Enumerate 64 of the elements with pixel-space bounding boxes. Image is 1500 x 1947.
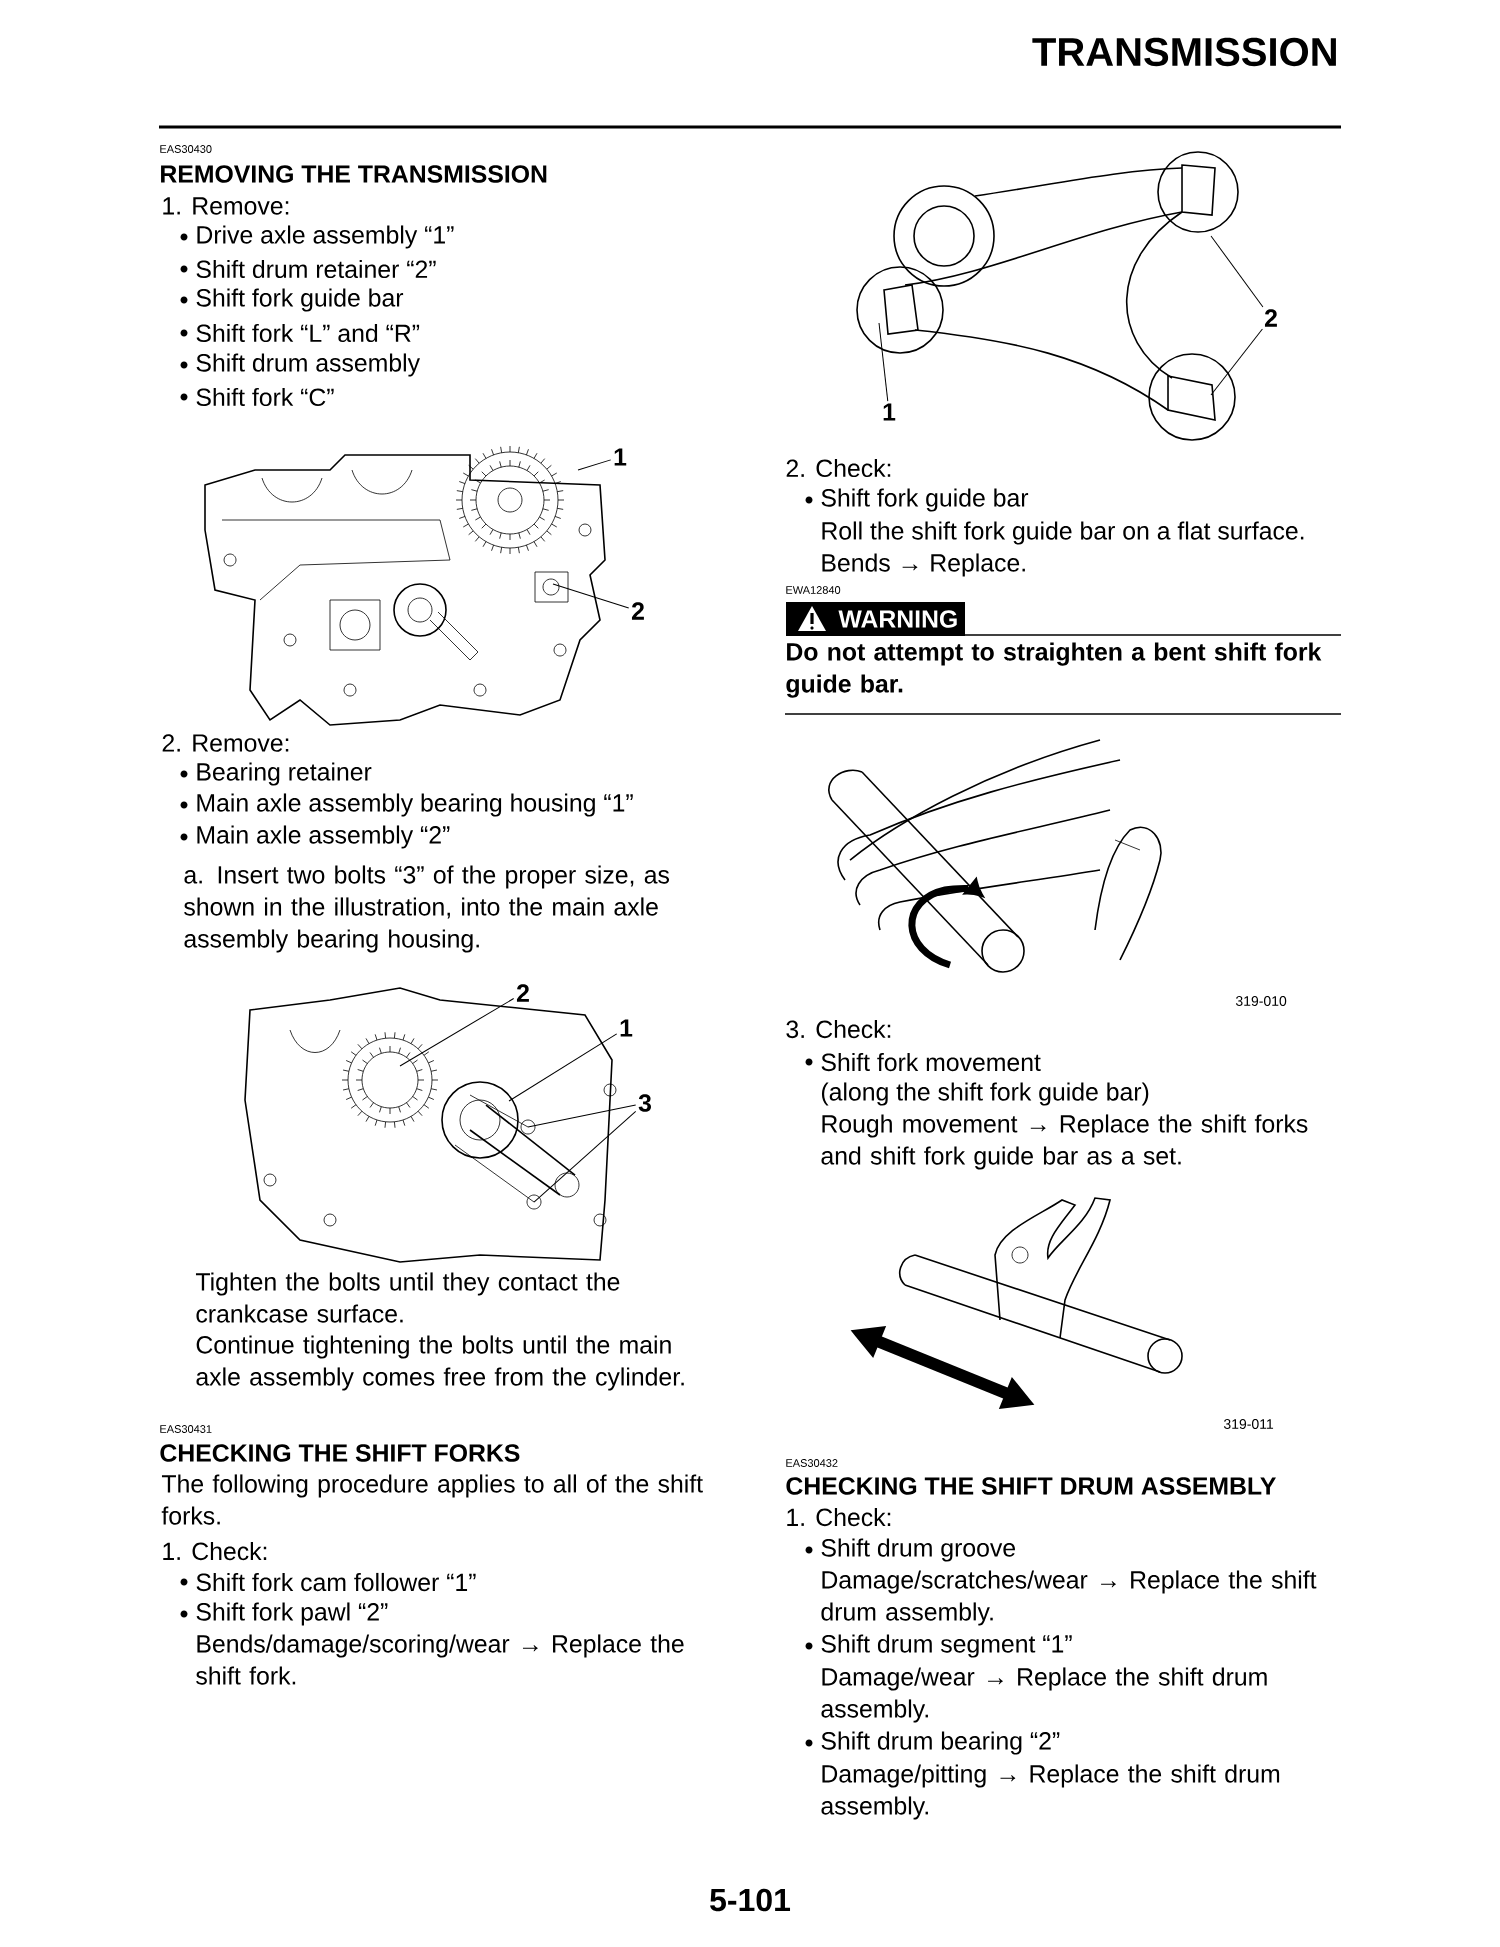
bullet-item: Shift drum assembly: [180, 353, 420, 377]
bullet-item: Shift fork movement: [805, 1052, 1041, 1072]
callout-number: 3: [638, 1094, 651, 1112]
bullet-item: Main axle assembly “2”: [180, 825, 450, 849]
warning-label: WARNING: [786, 602, 965, 636]
step-text: 1. Check:: [163, 1541, 267, 1561]
body-text: (along the shift fork guide bar): [821, 1082, 1149, 1106]
section-code: EAS30432: [786, 1459, 838, 1467]
body-text: Roll the shift fork guide bar on a flat surface.: [822, 521, 1304, 545]
bullet-item: Shift fork pawl “2”: [180, 1602, 388, 1626]
figure-code: 319-010: [1235, 996, 1287, 1006]
page-number: 5-101: [710, 1888, 790, 1912]
figure-code: 319-011: [1223, 1419, 1274, 1429]
section-code: EAS30431: [160, 1425, 212, 1433]
body-text: Bends → Replace.: [822, 553, 1025, 577]
callout-number: 2: [631, 602, 644, 620]
step-text: 2. Remove:: [162, 734, 289, 752]
step-text: 2. Check:: [786, 458, 891, 478]
leader-line: [533, 1110, 637, 1203]
body-text: Damage/pitting → Replace the shift drum assembly.: [821, 1764, 1280, 1820]
hand-rolling-bar-drawing: [828, 739, 1162, 973]
bullet-item: Bearing retainer: [180, 762, 372, 786]
leader-line: [1210, 235, 1264, 308]
crankcase-drawing: [223, 487, 592, 697]
body-text: Damage/wear → Replace the shift drum assembly.: [821, 1667, 1267, 1723]
leader-line: [1210, 328, 1263, 396]
body-text: Continue tightening the bolts until the main axle assembly comes free from the cylinder.: [196, 1335, 684, 1391]
bullet-item: Drive axle assembly “1”: [180, 225, 454, 249]
step-text: 3. Check:: [786, 1019, 891, 1039]
body-text: Bends/damage/scoring/wear → Replace the shift fork.: [196, 1634, 684, 1685]
bullet-item: Shift drum retainer “2”: [180, 259, 436, 279]
crankcase-drawing: [475, 465, 545, 535]
section-code: EAS30430: [160, 145, 212, 153]
leader-line: [878, 322, 889, 402]
leader-line: [399, 998, 515, 1067]
callout-number: 1: [620, 1019, 633, 1037]
bullet-item: Shift fork guide bar: [805, 488, 1029, 512]
bullet-item: Shift drum segment “1”: [805, 1634, 1072, 1658]
step-text: 1. Remove:: [163, 197, 289, 215]
body-text: The following procedure applies to all of the shift forks.: [161, 1474, 703, 1525]
crankcase-drawing: [361, 1051, 419, 1109]
leader-line: [577, 459, 612, 471]
bullet-item: Shift drum bearing “2”: [805, 1731, 1060, 1755]
step-text: 1. Check:: [787, 1507, 891, 1527]
leader-line: [527, 1104, 637, 1128]
bullet-item: Main axle assembly bearing housing “1”: [180, 793, 633, 817]
crankcase-drawing: [204, 451, 606, 726]
leader-line: [552, 583, 630, 609]
bullet-item: Shift fork “L” and “R”: [180, 323, 420, 343]
callout-number: 2: [1264, 309, 1277, 327]
body-text: Damage/scratches/wear → Replace the shift drum assembly.: [821, 1570, 1317, 1626]
bullet-item: Shift fork guide bar: [180, 288, 404, 312]
section-heading: CHECKING THE SHIFT FORKS: [160, 1444, 520, 1462]
crankcase-drawing: [263, 1029, 617, 1227]
section-code: EWA12840: [786, 586, 841, 594]
shift-fork-drawing: [856, 151, 1239, 441]
section-heading: CHECKING THE SHIFT DRUM ASSEMBLY: [786, 1477, 1276, 1495]
bullet-item: Shift fork cam follower “1”: [180, 1572, 476, 1592]
callout-number: 2: [516, 984, 529, 1002]
bullet-item: Shift drum groove: [805, 1538, 1015, 1562]
section-heading: REMOVING THE TRANSMISSION: [161, 165, 547, 183]
bullet-item: Shift fork “C”: [180, 387, 334, 407]
leader-line: [508, 1033, 618, 1102]
callout-number: 1: [614, 448, 627, 466]
